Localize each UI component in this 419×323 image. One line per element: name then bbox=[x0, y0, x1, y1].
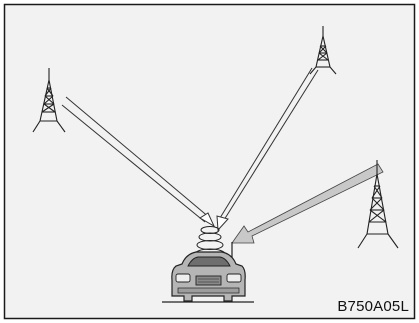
figure-code-label: B750A05L bbox=[337, 298, 409, 315]
